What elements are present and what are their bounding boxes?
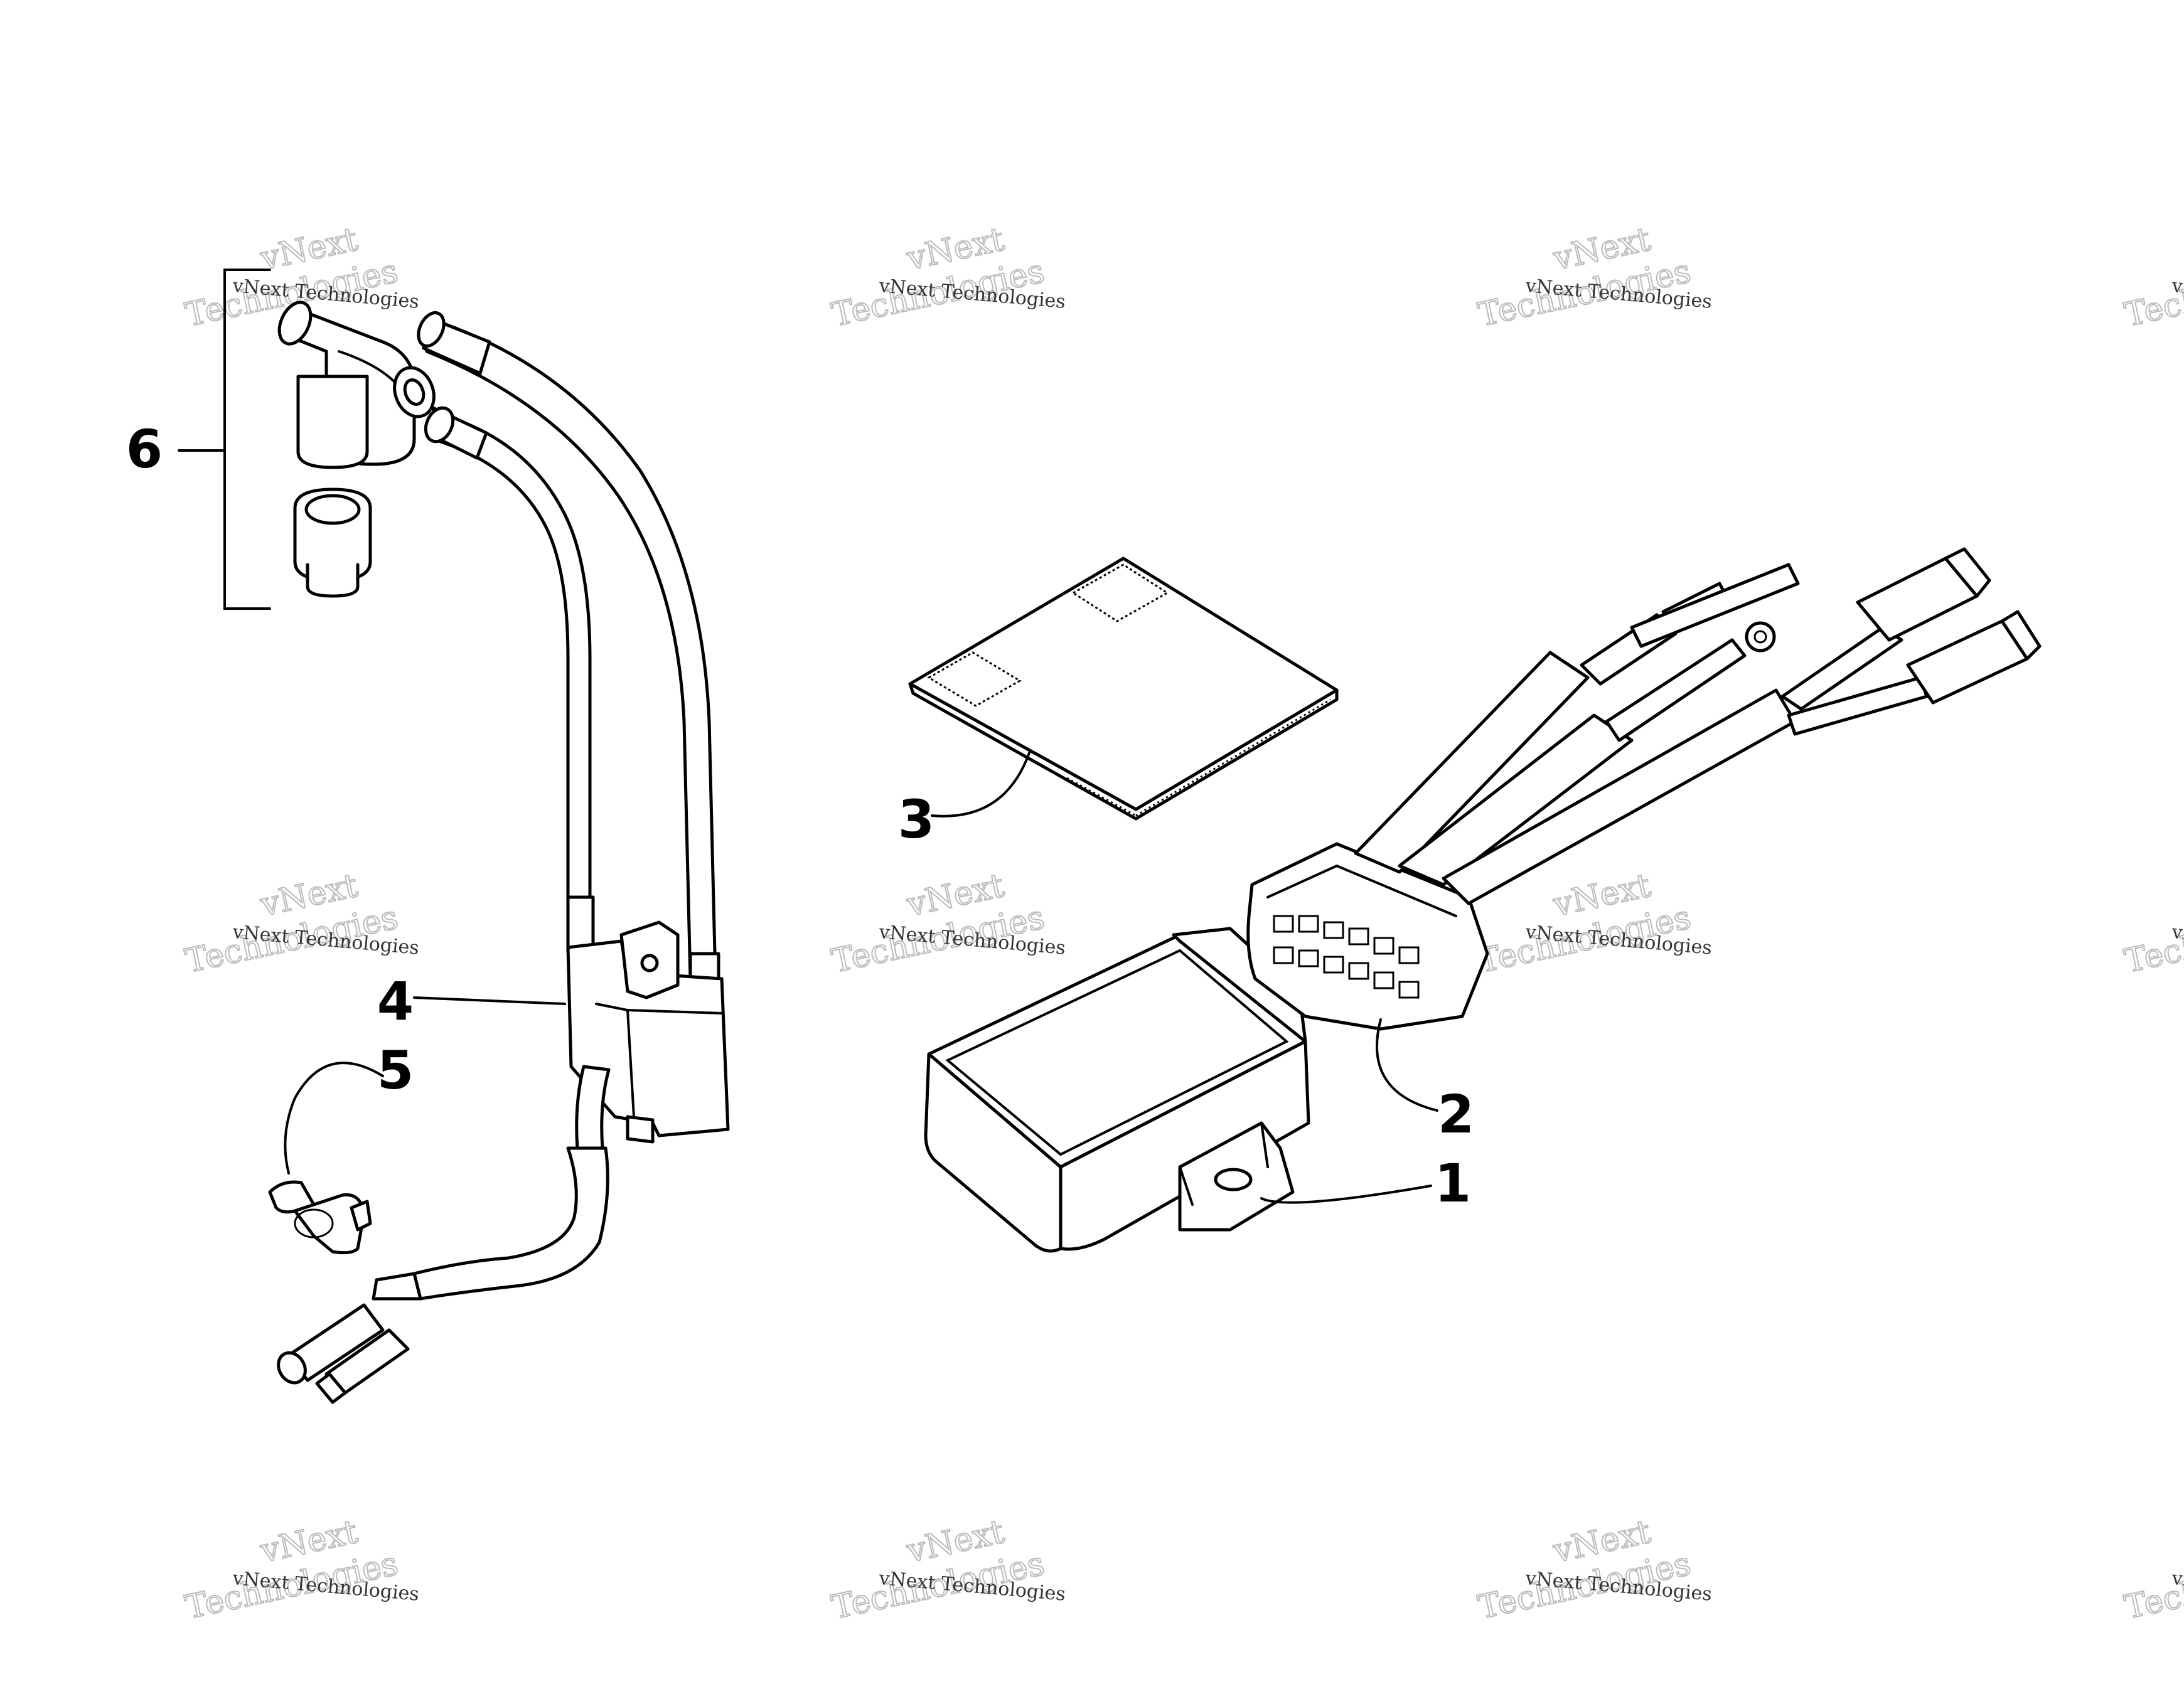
- callout-6: 6: [126, 418, 163, 480]
- callout-5: 5: [377, 1040, 414, 1101]
- part-2-wiring-harness: [1246, 547, 2042, 1031]
- part-4-ignition-coil: [277, 311, 730, 1404]
- callout-3: 3: [898, 789, 934, 850]
- part-5-clip: [268, 1180, 372, 1255]
- callout-1: 1: [1435, 1153, 1471, 1214]
- part-6-spark-plug-cap: [178, 269, 436, 610]
- part-1-cdi-module: [924, 927, 1310, 1253]
- callout-2: 2: [1438, 1084, 1474, 1145]
- part-3-decal-sheet: [908, 557, 1339, 821]
- callout-4: 4: [377, 971, 414, 1032]
